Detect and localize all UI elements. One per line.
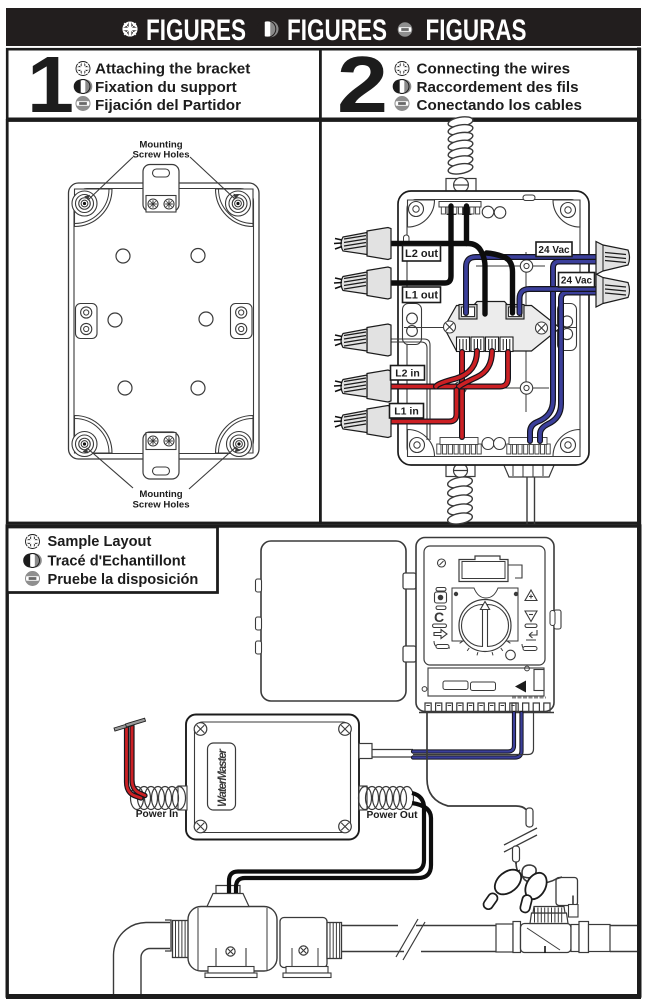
svg-text:Sample Layout: Sample Layout (48, 534, 152, 550)
svg-text:L1 out: L1 out (405, 290, 438, 302)
svg-text:FIGURAS: FIGURAS (426, 14, 527, 47)
svg-text:Raccordement des fils: Raccordement des fils (417, 79, 579, 96)
svg-text:Conectando los cables: Conectando los cables (417, 97, 582, 114)
svg-text:Pruebe la disposición: Pruebe la disposición (48, 572, 199, 588)
svg-text:Fijación del Partidor: Fijación del Partidor (95, 97, 241, 114)
svg-text:Mounting: Mounting (139, 489, 182, 500)
svg-text:L2 in: L2 in (395, 368, 420, 380)
svg-text:2: 2 (337, 40, 388, 129)
svg-text:Tracé d'Echantillont: Tracé d'Echantillont (48, 554, 186, 570)
svg-text:24 Vac: 24 Vac (538, 245, 570, 256)
svg-text:L2 out: L2 out (405, 248, 438, 260)
svg-text:L1 in: L1 in (394, 406, 419, 418)
svg-text:Screw Holes: Screw Holes (132, 150, 189, 161)
svg-text:Screw Holes: Screw Holes (132, 500, 189, 511)
svg-text:24 Vac: 24 Vac (561, 275, 593, 286)
svg-text:Power In: Power In (136, 809, 178, 820)
svg-text:C: C (434, 609, 444, 625)
svg-text:Power Out: Power Out (367, 810, 419, 821)
svg-text:Attaching the bracket: Attaching the bracket (95, 61, 250, 78)
svg-text:Mounting: Mounting (139, 140, 182, 151)
svg-text:1: 1 (27, 40, 74, 129)
svg-text:FIGURES: FIGURES (146, 14, 246, 47)
svg-text:WaterMaster: WaterMaster (217, 748, 229, 807)
svg-text:Fixation du support: Fixation du support (95, 79, 237, 96)
svg-text:Connecting the wires: Connecting the wires (417, 61, 571, 78)
svg-text:FIGURES: FIGURES (287, 14, 387, 47)
